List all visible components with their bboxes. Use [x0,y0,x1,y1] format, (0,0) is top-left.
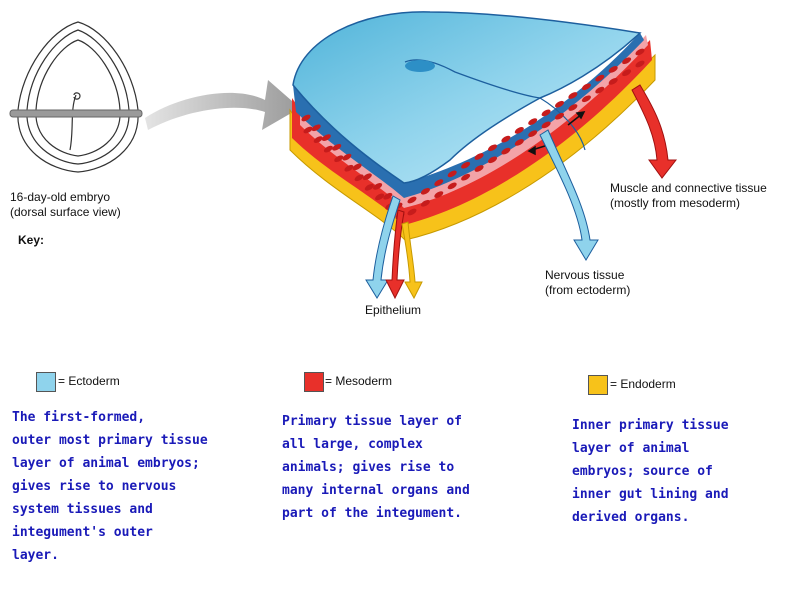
mesoderm-cell [635,48,645,56]
mesoderm-cell [474,153,484,160]
mesoderm-cell [301,114,311,122]
mesoderm-cell [303,126,313,134]
mesoderm-cell [342,153,352,161]
mesoderm-cell [375,193,385,201]
mesoderm-cell [461,161,471,169]
cell-movement-arrows [527,111,586,156]
mesoderm-cell [622,69,632,77]
mesoderm-cell [608,78,618,85]
mesoderm-cell [420,199,430,207]
mesoderm-cell [501,135,511,143]
epithelium-label: Epithelium [365,303,422,317]
mesoderm-cell [332,143,342,151]
key-title: Key: [18,233,45,247]
zoom-arrow [145,80,300,130]
mesoderm-cell [635,60,645,68]
mesoderm-cell [595,86,605,94]
mesoderm-cell [568,104,578,111]
mesoderm-swatch [304,372,324,392]
mesoderm-cell [434,191,444,198]
mesoderm-cell [344,164,354,172]
muscle-arrow [631,84,678,179]
mesoderm-cell [323,145,333,153]
mesoderm-label: = Mesoderm [325,374,393,388]
embryo-caption: 16-day-old embryo (dorsal surface view) [10,190,121,219]
ectoderm-label: = Ectoderm [58,374,120,388]
endoderm-swatch [588,375,608,395]
mesoderm-cell [373,183,383,190]
mesoderm-cell [407,208,417,216]
mesoderm-cell [554,112,565,120]
mesoderm-cells [301,48,645,220]
mesoderm-cell [501,147,511,155]
mesoderm-cell [622,57,632,65]
nervous-arrow [539,129,599,261]
mesoderm-cell [334,155,344,163]
epithelium-arrow-mesoderm [385,209,405,300]
mesoderm-cell [568,92,578,99]
mesoderm-cell [352,163,362,171]
mesoderm-cell [461,173,471,181]
embryo-outline [17,21,139,173]
mesoderm-cell [487,156,498,164]
nervous-label: Nervous tissue (from ectoderm) [545,268,631,297]
mesoderm-cell [608,66,618,73]
mesoderm-cell [420,187,430,195]
mesoderm-cell [581,95,591,103]
mesoderm-cell [554,100,565,108]
mesoderm-cell [321,134,331,141]
mesoderm-cell [383,192,393,200]
endoderm-description: Inner primary tissue layer of animal emb… [572,418,729,525]
mesoderm-cell [407,196,417,204]
endoderm-label: = Endoderm [610,377,676,391]
tissue-block [289,11,656,241]
mesoderm-cell [311,124,321,132]
mesoderm-cell [364,183,374,191]
ectoderm-swatch [36,372,56,392]
mesoderm-cell [434,179,444,186]
embryo-section-bar [9,109,143,118]
ectoderm-description: The first-formed, outer most primary tis… [12,410,208,563]
mesoderm-cell [581,83,591,91]
mesoderm-cell [354,174,364,182]
mesoderm-cell [474,165,484,172]
mesoderm-cell [514,139,524,146]
mesoderm-cell [313,136,323,143]
epithelium-arrow-endoderm [401,221,423,300]
mesoderm-cell [487,144,498,152]
mesoderm-cell [362,173,372,181]
mesoderm-cell [447,170,457,178]
mesoderm-cell [595,74,605,82]
muscle-label: Muscle and connective tissue (mostly fro… [610,181,767,210]
mesoderm-cell [528,118,538,125]
mesoderm-description: Primary tissue layer of all large, compl… [282,414,470,521]
epithelium-arrow-ectoderm [365,195,401,299]
mesoderm-cell [541,109,551,117]
mesoderm-cell [447,182,457,190]
mesoderm-cell [541,121,551,129]
mesoderm-cell [528,130,538,137]
mesoderm-cell [514,127,524,134]
